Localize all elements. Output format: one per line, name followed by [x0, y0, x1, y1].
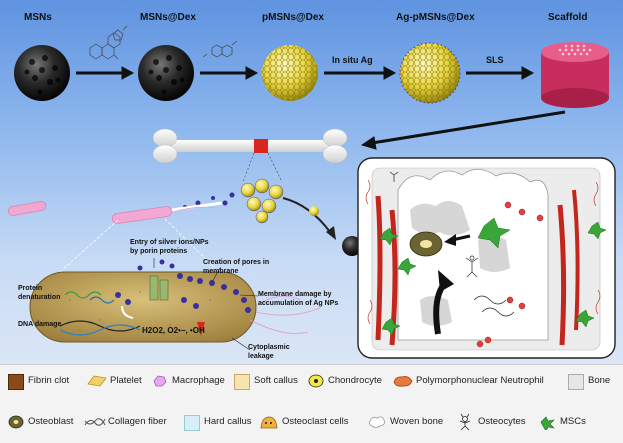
annotation-ros: H2O2, O2•−, •OH [142, 326, 205, 335]
annotation-entry: Entry of silver ions/NPs by porin protei… [130, 239, 209, 255]
msn-dex-sphere [138, 45, 194, 101]
label-scaffold: Scaffold [548, 12, 588, 23]
dexamethasone-molecule [89, 25, 128, 60]
osteoblast-icon [8, 415, 24, 429]
release-arrows [142, 197, 336, 240]
bacterium-small-1 [8, 201, 47, 216]
collagen-fiber-icon [84, 415, 106, 429]
legend-woven-bone: Woven bone [390, 416, 444, 427]
neutrophil-icon [392, 374, 413, 388]
label-ag-pmsns-dex: Ag-pMSNs@Dex [396, 12, 475, 23]
platelet-icon [86, 374, 107, 388]
annotation-membrane: Membrane damage by accumulation of Ag NP… [258, 291, 339, 307]
legend-soft-callus: Soft callus [254, 375, 298, 386]
osteoclast-icon [260, 415, 278, 429]
legend-neutrophil: Polymorphonuclear Neutrophil [416, 375, 544, 386]
bone-icon [568, 374, 584, 390]
label-msns-dex: MSNs@Dex [140, 12, 196, 23]
hard-callus-icon [184, 415, 200, 431]
legend-macrophage: Macrophage [172, 375, 225, 386]
legend-osteocytes: Osteocytes [478, 416, 526, 427]
label-in-situ-ag: In situ Ag [332, 55, 373, 65]
label-msns: MSNs [24, 12, 52, 23]
legend-osteoclast: Osteoclast cells [282, 416, 349, 427]
annotation-pores: Creation of pores in membrane [203, 259, 270, 275]
legend-collagen-fiber: Collagen fiber [108, 416, 167, 427]
callout-lines [153, 258, 259, 351]
long-bone [152, 128, 348, 164]
legend-hard-callus: Hard callus [204, 416, 252, 427]
label-sls: SLS [486, 55, 504, 65]
annotation-cyto: Cytoplasmic leakage [248, 344, 290, 360]
macrophage-icon [152, 374, 167, 388]
msn-sphere [14, 45, 70, 101]
ag-pmsn-dex-sphere [399, 42, 461, 104]
pipeline-arrows [76, 66, 566, 150]
legend-platelet: Platelet [110, 375, 142, 386]
pmsn-dex-sphere [262, 45, 318, 101]
legend: Fibrin clot Platelet Macrophage Soft cal… [0, 364, 623, 443]
molecule-small [202, 40, 238, 58]
bacterium-zoom-lines [59, 218, 216, 273]
zoom-lines [242, 152, 283, 183]
msc-icon [538, 414, 555, 430]
ag-nanoparticles-on-membrane [115, 259, 251, 313]
soft-callus-icon [234, 374, 250, 390]
silver-ions [183, 192, 235, 209]
fibrin-clot-icon [8, 374, 24, 390]
woven-bone-icon [368, 415, 385, 429]
legend-chondrocyte: Chondrocyte [328, 375, 382, 386]
legend-fibrin-clot: Fibrin clot [28, 375, 70, 386]
gold-particle-small [309, 206, 319, 216]
nanoparticle-cluster [240, 178, 284, 224]
bacterium-large [29, 271, 321, 343]
fracture-healing-panel [357, 157, 616, 359]
bacterium-small-2 [111, 206, 216, 224]
scaffold-cylinder [541, 42, 609, 108]
osteocyte-icon [456, 413, 471, 431]
chondrocyte-icon [308, 374, 324, 388]
annotation-dna: DNA damage [18, 321, 62, 328]
label-pmsns-dex: pMSNs@Dex [262, 12, 324, 23]
legend-osteoblast: Osteoblast [28, 416, 74, 427]
annotation-protein: Protein denaturation [18, 285, 61, 301]
legend-bone: Bone [588, 375, 611, 386]
legend-mscs: MSCs [560, 416, 586, 427]
